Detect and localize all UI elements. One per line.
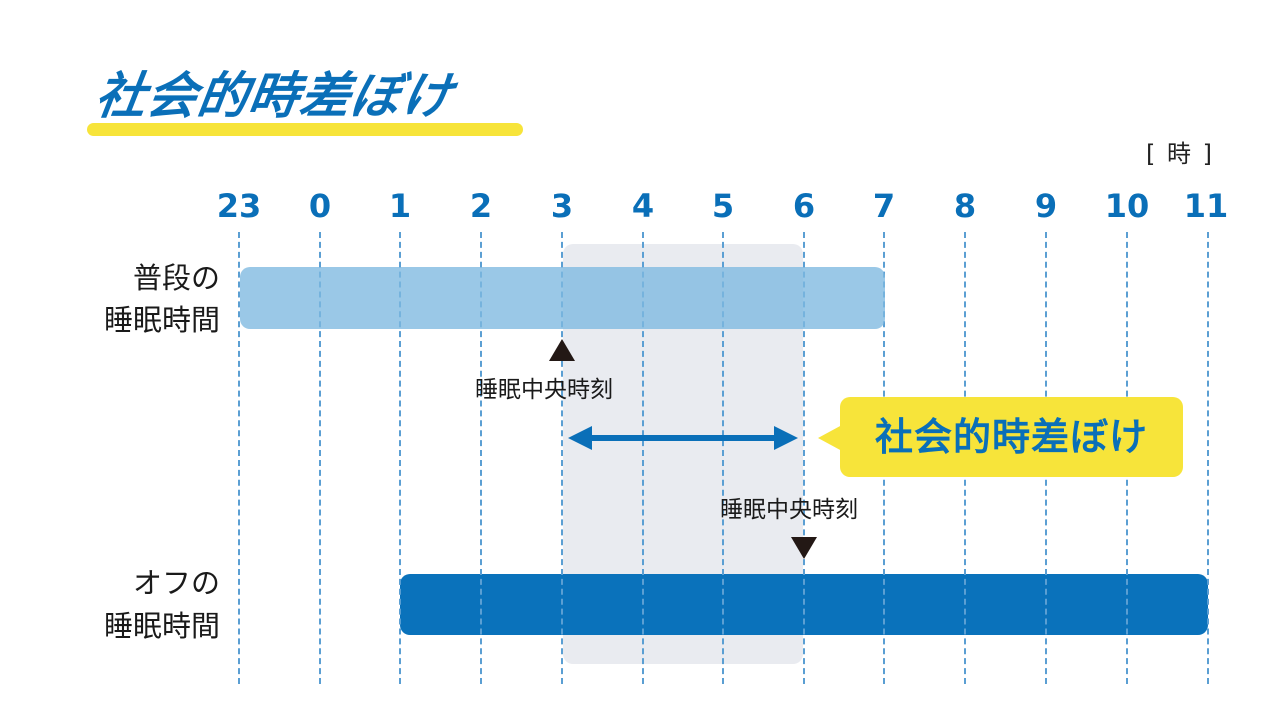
grid-line [480,232,482,684]
usual-midpoint-label: 睡眠中央時刻 [475,377,613,403]
tick-label: 2 [469,187,493,225]
tick-label: 8 [953,187,977,225]
page-title: 社会的時差ぼけ [91,67,458,125]
tick-label: 10 [1104,187,1150,225]
tick-label: 7 [872,187,896,225]
triangle-down-icon [791,537,817,559]
tick-label: 4 [631,187,655,225]
grid-line [561,232,563,684]
tick-label: 1 [388,187,412,225]
tick-label: 0 [308,187,332,225]
off-sleep-bar-overlay [400,574,1208,635]
grid-line [319,232,321,684]
grid-line [1207,232,1209,684]
tick-label: 3 [550,187,574,225]
tick-label: 11 [1183,187,1229,225]
usual-row-label-line1: 普段の [132,261,220,295]
grid-line [642,232,644,684]
title-highlight [87,123,523,136]
usual-row-label-line2: 睡眠時間 [103,303,220,337]
tick-label: 9 [1034,187,1058,225]
off-midpoint-label: 睡眠中央時刻 [720,497,858,523]
usual-sleep-bar [240,267,885,329]
triangle-up-icon [549,339,575,361]
tick-label: 6 [792,187,816,225]
grid-line [399,232,401,684]
callout-tail [818,425,842,451]
jetlag-callout: 社会的時差ぼけ [840,397,1183,477]
tick-label: 23 [216,187,262,225]
off-row-label-line2: 睡眠時間 [103,609,220,643]
off-row-label-line1: オフの [132,566,220,600]
grid-line [722,232,724,684]
unit-label: [ 時 ] [1146,140,1214,168]
tick-label: 5 [711,187,735,225]
double-arrow-icon [568,426,798,450]
grid-line [238,232,240,684]
callout-label: 社会的時差ぼけ [874,415,1148,459]
grid-line [803,232,805,684]
